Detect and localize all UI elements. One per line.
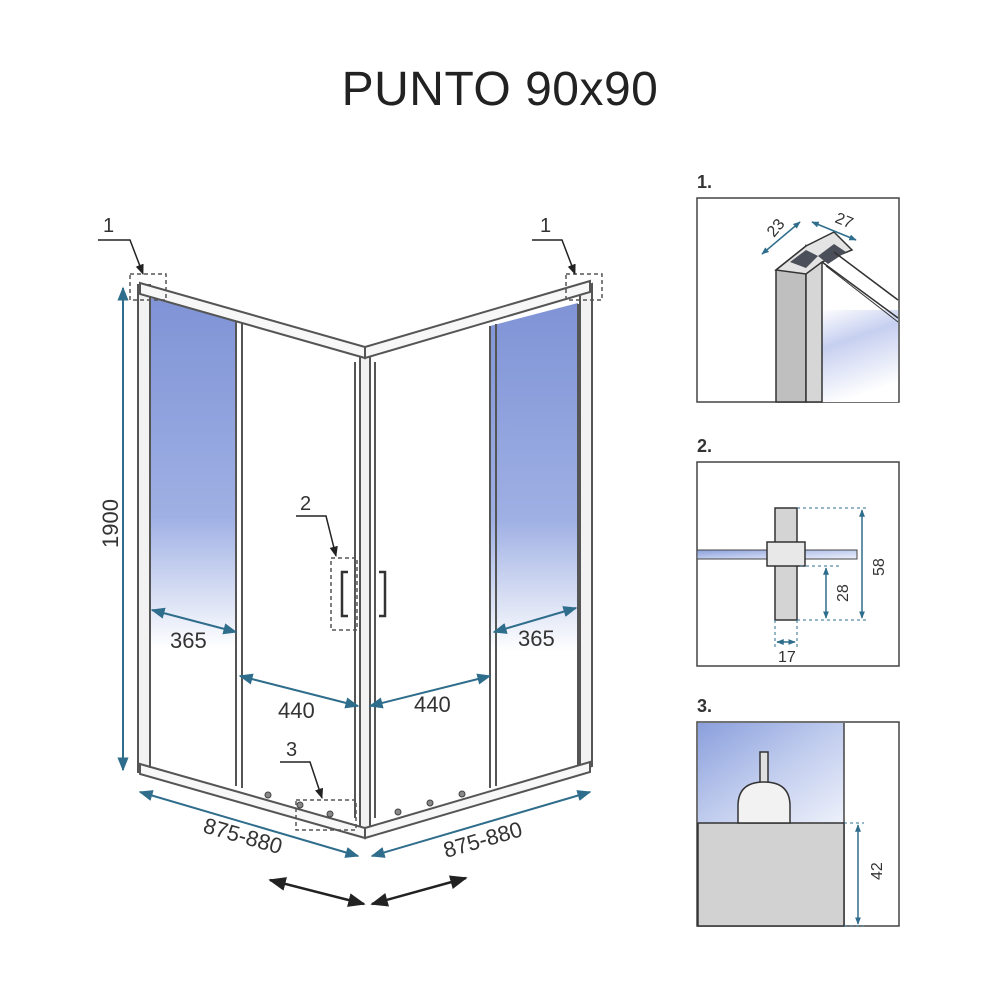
dim-left-fixed: 365 [170,628,207,653]
detail-2-dim-width: 17 [778,649,796,666]
detail-3: 3. 42 [696,696,900,927]
detail-3-label: 3. [697,696,712,716]
callout-1-right: 1 [540,215,551,237]
dim-right-door: 440 [414,692,451,717]
frame-profiles [137,279,593,840]
callout-3: 3 [286,739,297,761]
callout-leaders [98,239,576,799]
diagram-title: PUNTO 90x90 [341,63,659,116]
detail-2-dim-total: 58 [871,558,888,576]
detail-3-dim-height: 42 [869,862,886,880]
left-fixed-glass [150,298,236,785]
dim-right-fixed: 365 [518,626,555,651]
callout-2: 2 [300,493,311,515]
dim-left-width: 875-880 [201,813,286,859]
dim-height: 1900 [98,499,123,548]
shower-enclosure: 1 1 2 3 1900 365 365 440 440 875-880 875… [98,215,603,907]
detail-2: 2. 58 28 17 [696,436,900,667]
right-fixed-glass [490,303,578,787]
callout-1-left: 1 [103,215,114,237]
dimension-lines [117,286,592,858]
detail-1-dim-b: 27 [833,210,856,232]
sliding-arrows [268,875,468,907]
detail-2-dim-lower: 28 [835,584,852,602]
door-handles [340,570,387,618]
dim-left-door: 440 [278,698,315,723]
detail-1: 1. 23 27 [696,172,900,403]
detail-2-label: 2. [697,436,712,456]
detail-1-label: 1. [697,172,712,192]
